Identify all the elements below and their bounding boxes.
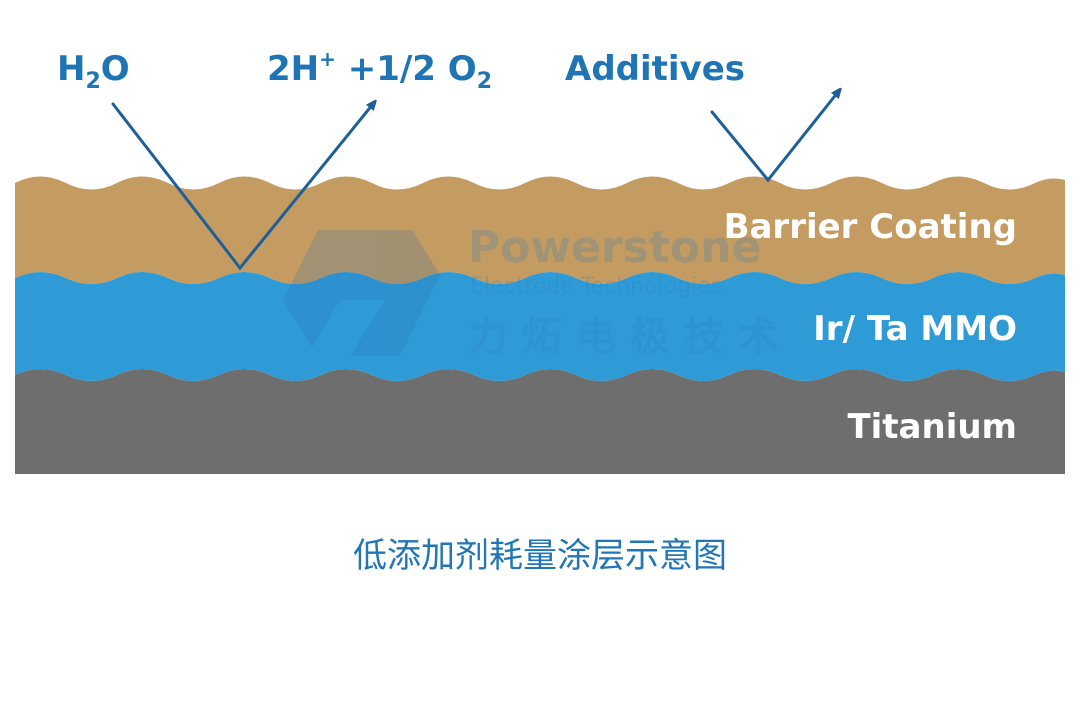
ir-ta-mmo-layer xyxy=(15,272,1065,381)
water-reaction-arrow xyxy=(111,104,373,271)
watermark-subtitle: Electrode Technologies xyxy=(470,274,722,299)
watermark-chinese: 力炻电极技术 xyxy=(468,314,792,360)
powerstone-logo-icon xyxy=(283,230,440,356)
barrier-coating-layer xyxy=(15,176,1065,284)
watermark-name: Powerstone xyxy=(468,222,761,273)
titanium-layer xyxy=(15,369,1065,474)
diagram-caption: 低添加剂耗量涂层示意图 xyxy=(353,536,727,576)
water-label: H2O xyxy=(57,49,130,94)
barrier-coating-label: Barrier Coating xyxy=(724,207,1017,247)
products-label: 2H+ +1/2 O2 xyxy=(267,47,492,94)
powerstone-watermark: Powerstone Electrode Technologies 力炻电极技术 xyxy=(283,222,792,360)
mmo-label: Ir/ Ta MMO xyxy=(813,309,1017,349)
reaction-arrows xyxy=(111,92,838,271)
additives-reaction-arrow xyxy=(710,92,838,183)
titanium-label: Titanium xyxy=(847,407,1017,447)
additives-label: Additives xyxy=(565,49,745,89)
